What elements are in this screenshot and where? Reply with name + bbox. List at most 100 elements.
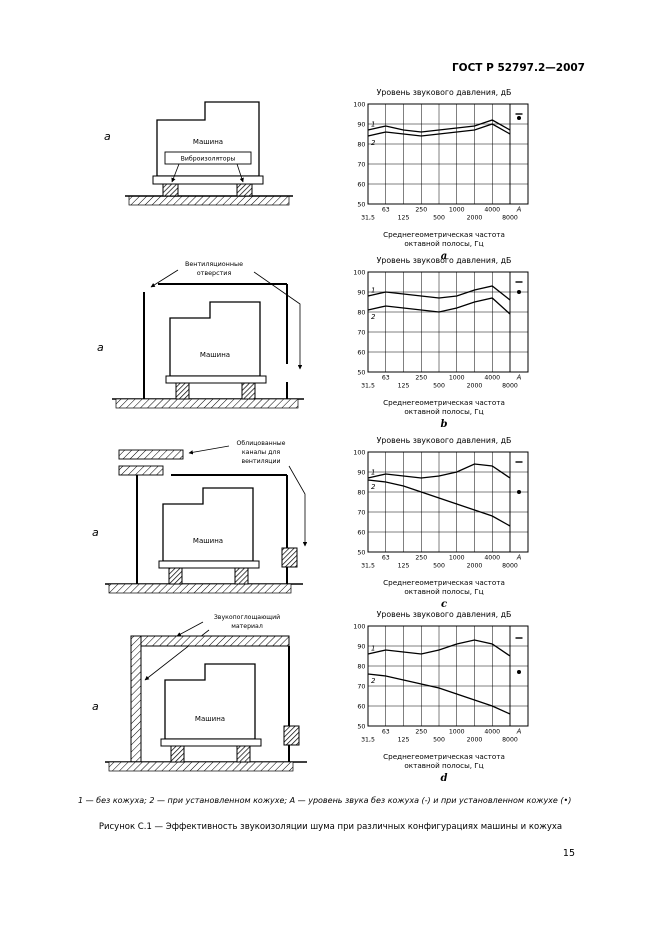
x-tick-label: 63 bbox=[382, 729, 390, 736]
y-tick-label: 60 bbox=[357, 702, 365, 710]
y-tick-label: 80 bbox=[357, 140, 365, 148]
plot-border bbox=[367, 103, 529, 205]
x-tick-label: 63 bbox=[382, 555, 390, 562]
duct-arrow-side bbox=[288, 465, 307, 547]
chart-xlabel-line1: Среднегеометрическая частота bbox=[383, 230, 505, 239]
machine-label: Машина bbox=[199, 351, 229, 359]
duct-arrow-top bbox=[188, 445, 229, 455]
diagram-c: а Облицованные каналы для вентиляции Маш… bbox=[80, 436, 332, 606]
diagram-mark: а bbox=[97, 341, 104, 354]
chart-xlabel-line1: Среднегеометрическая частота bbox=[383, 578, 505, 587]
chart-title: Уровень звукового давления, дБ bbox=[376, 610, 512, 619]
chart-xlabel-line2: октавной полосы, Гц bbox=[404, 587, 484, 596]
diagram-b-drawing: а Вентиляционные отверстия Машина bbox=[97, 260, 304, 409]
x-tick-label: 4000 bbox=[484, 729, 500, 736]
isolator-block bbox=[175, 382, 189, 400]
x-tick-label: 1000 bbox=[449, 207, 465, 214]
x-tick-label: 8000 bbox=[502, 215, 518, 222]
vents-label-line2: отверстия bbox=[196, 269, 231, 277]
chart-letter-b: b bbox=[440, 419, 448, 430]
diagram-b: а Вентиляционные отверстия Машина bbox=[80, 256, 332, 424]
y-tick-label: 70 bbox=[357, 508, 365, 516]
chart-letter-d: d bbox=[440, 773, 448, 784]
doc-header-title: ГОСТ Р 52797.2—2007 bbox=[451, 62, 585, 74]
machine-base-plate bbox=[165, 375, 266, 384]
x-tick-label: 8000 bbox=[502, 737, 518, 744]
A-marker-with bbox=[517, 490, 521, 494]
chart-xlabel-line2: октавной полосы, Гц bbox=[404, 407, 484, 416]
absorber-label-line1: Звукопоглощающий bbox=[213, 613, 279, 621]
ground-hatch bbox=[128, 195, 289, 206]
chart-xlabel-line2: октавной полосы, Гц bbox=[404, 761, 484, 770]
x-tick-label: 500 bbox=[433, 737, 445, 744]
legend-note: 1 — без кожуха; 2 — при установленном ко… bbox=[78, 796, 572, 805]
ground-hatch bbox=[108, 583, 291, 594]
chart-xlabel: Среднегеометрическая частота октавной по… bbox=[338, 230, 550, 248]
series-label-2: 2 bbox=[371, 483, 376, 491]
vent-arrow-side bbox=[253, 271, 302, 370]
isolator-block bbox=[236, 745, 250, 763]
isolator-arrow bbox=[170, 163, 179, 183]
duct-lining-strip bbox=[118, 449, 183, 460]
x-tick-label: 4000 bbox=[484, 207, 500, 214]
x-tick-label: 2000 bbox=[467, 563, 483, 570]
isolator-block bbox=[168, 567, 182, 585]
y-tick-label: 100 bbox=[353, 448, 365, 456]
absorber-lining-top bbox=[130, 635, 289, 647]
y-tick-label: 60 bbox=[357, 180, 365, 188]
x-tick-label: 31,5 bbox=[361, 383, 375, 390]
x-tick-label: 125 bbox=[398, 215, 410, 222]
diagram-c-drawing: а Облицованные каналы для вентиляции Маш… bbox=[92, 439, 307, 594]
y-tick-label: 50 bbox=[357, 368, 365, 376]
a-column-label: А bbox=[516, 728, 522, 736]
isolator-block bbox=[234, 567, 248, 585]
isolator-block bbox=[162, 183, 178, 197]
series-line-1 bbox=[367, 119, 511, 133]
x-tick-label: 250 bbox=[415, 207, 427, 214]
chart-xlabel-line2: октавной полосы, Гц bbox=[404, 239, 484, 248]
ducts-label-line1: Облицованные bbox=[236, 439, 285, 447]
diagram-mark: а bbox=[92, 526, 99, 539]
plot-border bbox=[367, 625, 529, 727]
x-tick-label: 31,5 bbox=[361, 737, 375, 744]
y-tick-label: 50 bbox=[357, 200, 365, 208]
duct-lining-strip bbox=[118, 465, 163, 476]
chart-letter-c: c bbox=[440, 599, 448, 610]
y-tick-label: 100 bbox=[353, 100, 365, 108]
ducts-label-line2: каналы для bbox=[241, 449, 279, 456]
machine-base-plate bbox=[158, 560, 259, 569]
x-tick-label: 63 bbox=[382, 207, 390, 214]
x-tick-label: 125 bbox=[398, 383, 410, 390]
figure-caption: Рисунок С.1 — Эффективность звукоизоляци… bbox=[98, 822, 563, 832]
isolator-arrow bbox=[236, 163, 244, 183]
vent-arrow-top bbox=[150, 269, 178, 288]
series-line-2 bbox=[367, 673, 511, 715]
series-line-1 bbox=[367, 639, 511, 657]
ducts-label-line3: вентиляции bbox=[241, 458, 280, 465]
side-duct-box bbox=[281, 547, 297, 568]
y-tick-label: 90 bbox=[357, 642, 365, 650]
figure-row-d: а Звукопоглощающий материал Машина У bbox=[80, 610, 550, 785]
isolator-block bbox=[241, 382, 255, 400]
x-tick-label: 8000 bbox=[502, 563, 518, 570]
x-tick-label: 4000 bbox=[484, 555, 500, 562]
diagram-a: а Машина Виброизоляторы bbox=[80, 88, 332, 218]
machine-label: Машина bbox=[194, 715, 224, 723]
chart-a-plot: 100908070605031,563125250500100020004000… bbox=[353, 100, 529, 222]
page-number: 15 bbox=[562, 848, 575, 859]
chart-d-plot: 100908070605031,563125250500100020004000… bbox=[353, 622, 529, 744]
x-tick-label: 1000 bbox=[449, 375, 465, 382]
a-column-label: А bbox=[516, 206, 522, 214]
y-tick-label: 100 bbox=[353, 268, 365, 276]
series-label-2: 2 bbox=[371, 139, 376, 147]
x-tick-label: 4000 bbox=[484, 375, 500, 382]
x-tick-label: 500 bbox=[433, 383, 445, 390]
y-tick-label: 80 bbox=[357, 308, 365, 316]
diagram-mark: а bbox=[92, 700, 99, 713]
x-tick-label: 8000 bbox=[502, 383, 518, 390]
ground-hatch bbox=[115, 398, 298, 409]
series-line-2 bbox=[367, 123, 511, 137]
